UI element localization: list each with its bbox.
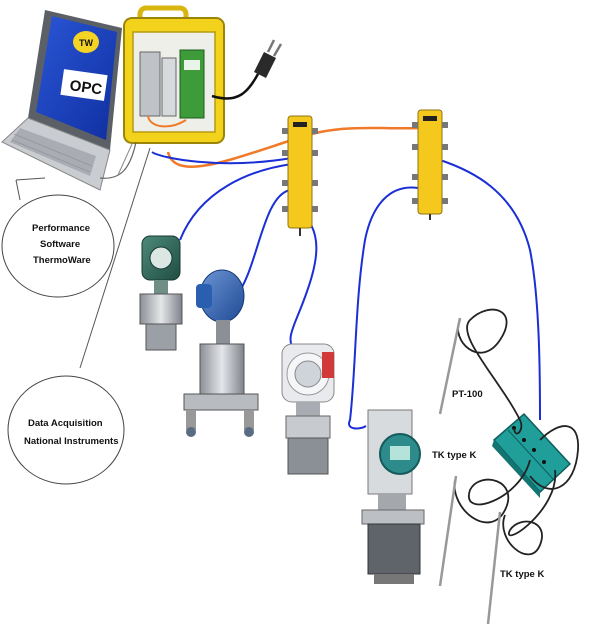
transmitter-icon bbox=[183, 269, 259, 437]
transmitter-icon bbox=[361, 409, 425, 584]
power-plug-icon bbox=[254, 39, 283, 78]
daq-callout-line-2: National Instruments bbox=[24, 436, 119, 447]
daq-callout-line-1: Data Acquisition bbox=[28, 418, 103, 429]
software-callout-line-2: Software bbox=[40, 239, 80, 250]
sensor-cables bbox=[453, 308, 579, 556]
software-callout-line-1: Performance bbox=[32, 223, 90, 234]
opc-logo-text: OPC bbox=[69, 77, 104, 98]
pt100-label: PT-100 bbox=[452, 389, 483, 400]
transmitter-icon bbox=[281, 343, 335, 475]
daq-callout: Data Acquisition National Instruments bbox=[7, 375, 125, 485]
laptop-icon: TW OPC bbox=[1, 10, 122, 191]
thermocouple-icon bbox=[438, 475, 458, 587]
junction-box-icon bbox=[412, 109, 448, 220]
software-callout-line-3: ThermoWare bbox=[33, 255, 91, 266]
tk-type-k-label-1: TK type K bbox=[432, 450, 476, 461]
thermocouple-icon bbox=[438, 317, 462, 415]
power-supply-case bbox=[123, 5, 225, 144]
transmitter-icon bbox=[139, 235, 183, 351]
tk-type-k-label-2: TK type K bbox=[500, 569, 544, 580]
thermocouple-icon bbox=[486, 511, 502, 625]
junction-box-icon bbox=[282, 115, 318, 236]
software-callout: Performance Software ThermoWare bbox=[1, 194, 115, 298]
laptop-logo-text: TW bbox=[79, 38, 93, 48]
